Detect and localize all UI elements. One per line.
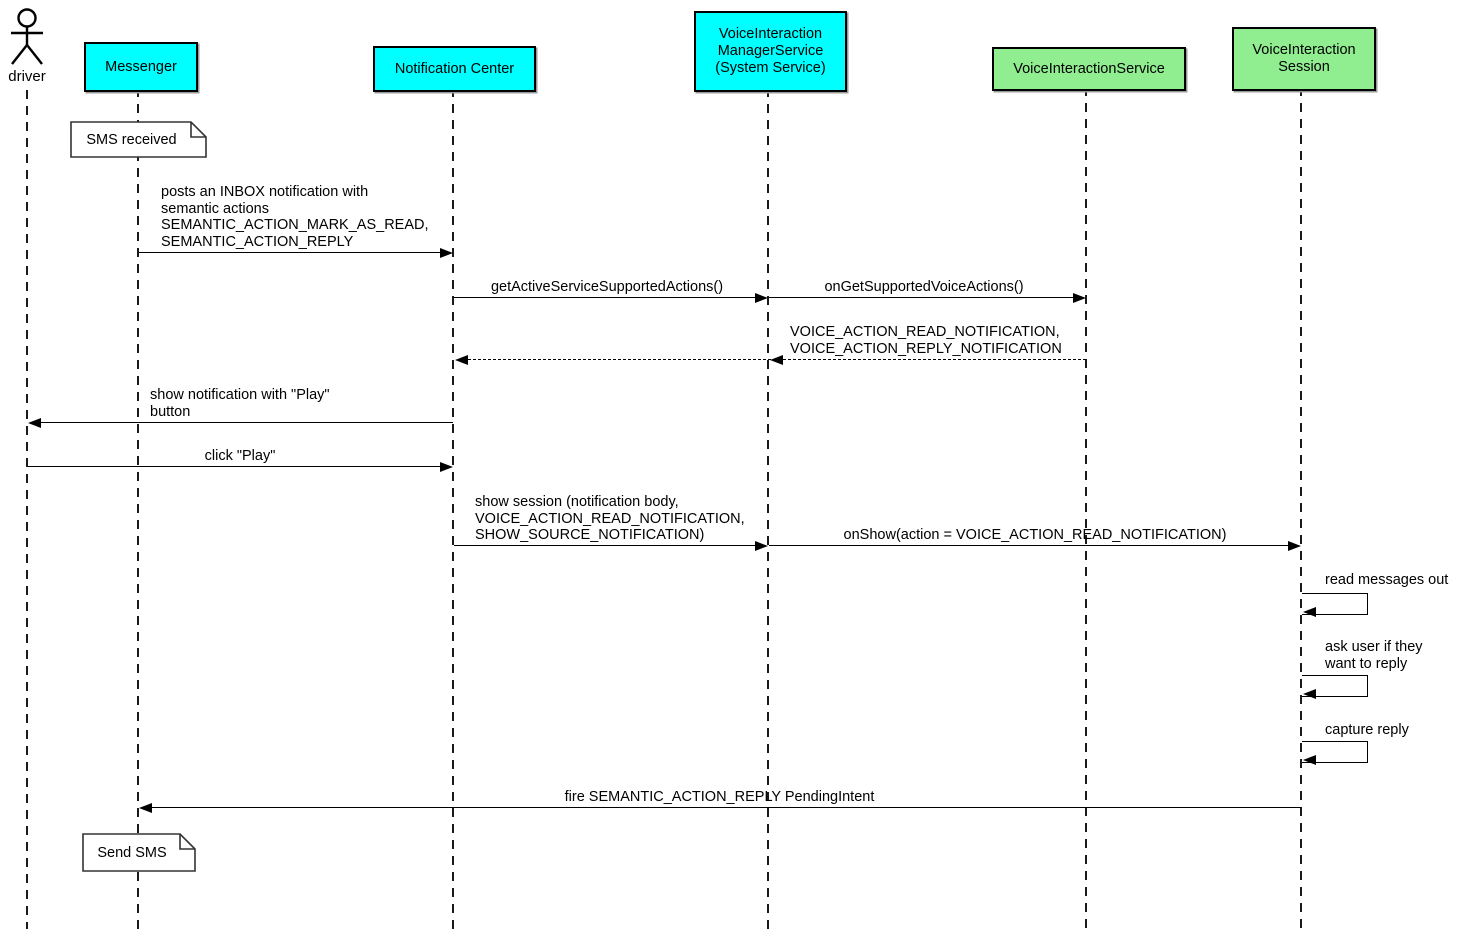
lifeline-messenger — [137, 88, 139, 929]
arrowhead-right-icon — [440, 247, 453, 258]
self-message-ask-user-label: ask user if they want to reply — [1325, 639, 1423, 672]
participant-messenger: Messenger — [84, 42, 198, 92]
actor-driver-icon — [11, 8, 43, 65]
arrowhead-right-icon — [755, 292, 768, 303]
message-get-active-service-supported-actions-label: getActiveServiceSupportedActions() — [490, 279, 724, 295]
arrowhead-left-icon — [28, 417, 41, 428]
arrowhead-left-icon — [770, 354, 783, 365]
message-fire-semantic-action-reply-line — [152, 807, 1301, 808]
arrowhead-left-icon — [1303, 606, 1316, 617]
lifeline-voice-interaction-manager-service — [767, 88, 769, 929]
message-posts-inbox-notification-label: posts an INBOX notification with semanti… — [161, 184, 429, 250]
lifeline-notification-center — [452, 88, 454, 929]
self-message-ask-user-loop — [1302, 675, 1368, 697]
message-on-show-line — [769, 545, 1288, 546]
message-posts-inbox-notification-line — [139, 252, 440, 253]
self-message-read-messages-out-label: read messages out — [1325, 572, 1449, 588]
arrowhead-right-icon — [755, 540, 768, 551]
self-message-capture-reply-label: capture reply — [1325, 722, 1409, 738]
participant-voice-interaction-service: VoiceInteractionService — [992, 47, 1186, 91]
arrowhead-left-icon — [139, 802, 152, 813]
message-click-play-label: click "Play" — [204, 448, 276, 464]
note-send-sms: Send SMS — [82, 833, 196, 872]
self-message-capture-reply-loop — [1302, 741, 1368, 763]
arrowhead-left-icon — [1303, 688, 1316, 699]
message-on-get-supported-voice-actions-label: onGetSupportedVoiceActions() — [824, 279, 1024, 295]
message-fire-semantic-action-reply-label: fire SEMANTIC_ACTION_REPLY PendingIntent — [564, 789, 875, 805]
participant-voice-interaction-service-label: VoiceInteractionService — [1013, 60, 1165, 77]
participant-voice-interaction-session: VoiceInteraction Session — [1232, 27, 1376, 91]
arrowhead-right-icon — [1288, 540, 1301, 551]
participant-notification-center-label: Notification Center — [394, 60, 515, 77]
lifeline-voice-interaction-service — [1085, 87, 1087, 929]
self-message-read-messages-out-loop — [1302, 593, 1368, 615]
actor-driver-label: driver — [8, 68, 46, 85]
arrowhead-left-icon — [1303, 754, 1316, 765]
arrowhead-left-icon — [455, 354, 468, 365]
participant-messenger-label: Messenger — [105, 58, 177, 75]
lifeline-voice-interaction-session — [1300, 87, 1302, 929]
note-shape — [70, 121, 207, 158]
message-on-get-supported-voice-actions-line — [769, 297, 1073, 298]
note-shape — [82, 833, 196, 872]
message-show-notification-line — [41, 422, 453, 423]
message-on-show-label: onShow(action = VOICE_ACTION_READ_NOTIFI… — [843, 527, 1227, 543]
message-click-play-line — [28, 466, 440, 467]
message-show-session-line — [454, 545, 755, 546]
lifeline-driver — [26, 90, 28, 929]
arrowhead-right-icon — [440, 461, 453, 472]
message-get-active-service-supported-actions-line — [454, 297, 755, 298]
note-sms-received: SMS received — [70, 121, 207, 158]
participant-voice-interaction-manager-service: VoiceInteraction ManagerService (System … — [694, 11, 847, 92]
message-show-notification-label: show notification with "Play" button — [150, 387, 330, 420]
note-send-sms-label: Send SMS — [97, 844, 167, 861]
note-sms-received-label: SMS received — [86, 131, 177, 148]
message-show-session-label: show session (notification body, VOICE_A… — [475, 494, 745, 543]
message-voice-actions-return-label: VOICE_ACTION_READ_NOTIFICATION, VOICE_AC… — [790, 324, 1062, 357]
arrowhead-right-icon — [1073, 292, 1086, 303]
participant-voice-interaction-manager-service-label: VoiceInteraction ManagerService (System … — [715, 26, 826, 76]
participant-voice-interaction-session-label: VoiceInteraction Session — [1252, 42, 1356, 75]
participant-notification-center: Notification Center — [373, 46, 536, 92]
